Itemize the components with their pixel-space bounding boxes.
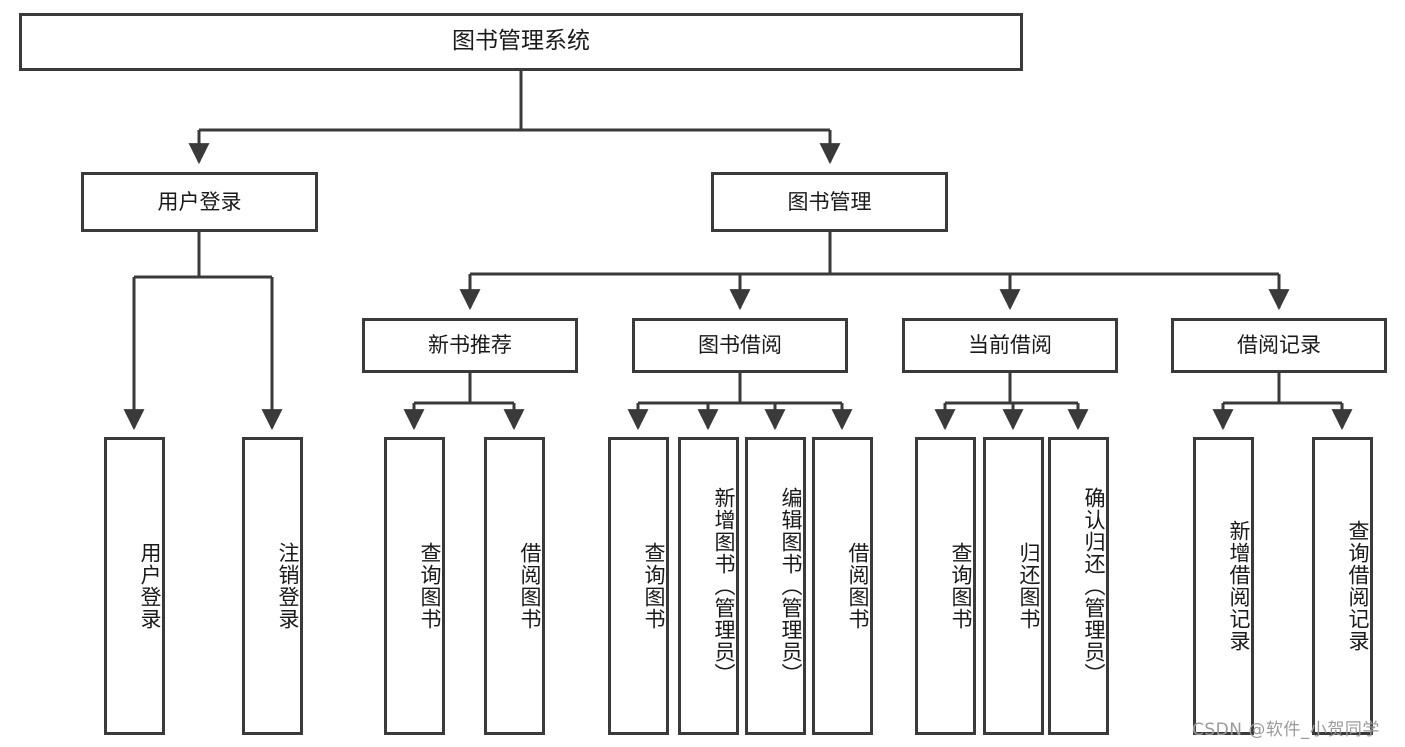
node-leaf-query-record-label: 查询借阅记录	[1346, 520, 1370, 652]
node-leaf-borrow-book-1-label: 借阅图书	[518, 542, 542, 630]
node-new-book-rec[interactable]: 新书推荐	[362, 318, 578, 373]
node-book-borrow-label: 图书借阅	[698, 333, 782, 358]
node-leaf-query-book-3-label: 查询图书	[949, 542, 973, 630]
node-leaf-query-book-2[interactable]: 查询图书	[608, 437, 669, 735]
node-leaf-user-login[interactable]: 用户登录	[104, 437, 165, 735]
node-leaf-query-book-1[interactable]: 查询图书	[384, 437, 445, 735]
node-borrow-record[interactable]: 借阅记录	[1171, 318, 1387, 373]
node-leaf-edit-book-label: 编辑图书（管理员）	[779, 487, 803, 685]
node-user-login-label: 用户登录	[157, 189, 242, 214]
node-root-label: 图书管理系统	[452, 28, 590, 55]
node-leaf-query-book-2-label: 查询图书	[642, 542, 666, 630]
node-borrow-record-label: 借阅记录	[1237, 333, 1321, 358]
node-current-borrow-label: 当前借阅	[968, 333, 1052, 358]
node-leaf-return-book-label: 归还图书	[1017, 542, 1041, 630]
node-leaf-add-record-label: 新增借阅记录	[1227, 520, 1251, 652]
node-leaf-query-record[interactable]: 查询借阅记录	[1312, 437, 1373, 735]
node-leaf-edit-book[interactable]: 编辑图书（管理员）	[745, 437, 806, 735]
node-book-manage[interactable]: 图书管理	[711, 172, 948, 232]
node-leaf-confirm-return[interactable]: 确认归还（管理员）	[1048, 437, 1109, 735]
node-book-borrow[interactable]: 图书借阅	[632, 318, 848, 373]
node-user-login[interactable]: 用户登录	[81, 172, 318, 232]
node-leaf-add-book[interactable]: 新增图书（管理员）	[678, 437, 739, 735]
node-leaf-user-logout[interactable]: 注销登录	[242, 437, 303, 735]
node-leaf-user-login-label: 用户登录	[138, 542, 162, 630]
node-leaf-add-record[interactable]: 新增借阅记录	[1193, 437, 1254, 735]
node-leaf-confirm-return-label: 确认归还（管理员）	[1082, 487, 1106, 685]
node-new-book-rec-label: 新书推荐	[428, 333, 512, 358]
node-leaf-query-book-3[interactable]: 查询图书	[915, 437, 976, 735]
node-leaf-user-logout-label: 注销登录	[276, 542, 300, 630]
node-leaf-borrow-book-1[interactable]: 借阅图书	[484, 437, 545, 735]
node-leaf-borrow-book-2[interactable]: 借阅图书	[812, 437, 873, 735]
node-leaf-borrow-book-2-label: 借阅图书	[846, 542, 870, 630]
node-leaf-query-book-1-label: 查询图书	[418, 542, 442, 630]
node-current-borrow[interactable]: 当前借阅	[902, 318, 1118, 373]
node-book-manage-label: 图书管理	[787, 189, 872, 214]
node-leaf-return-book[interactable]: 归还图书	[983, 437, 1044, 735]
node-leaf-add-book-label: 新增图书（管理员）	[712, 487, 736, 685]
node-root[interactable]: 图书管理系统	[19, 13, 1023, 71]
